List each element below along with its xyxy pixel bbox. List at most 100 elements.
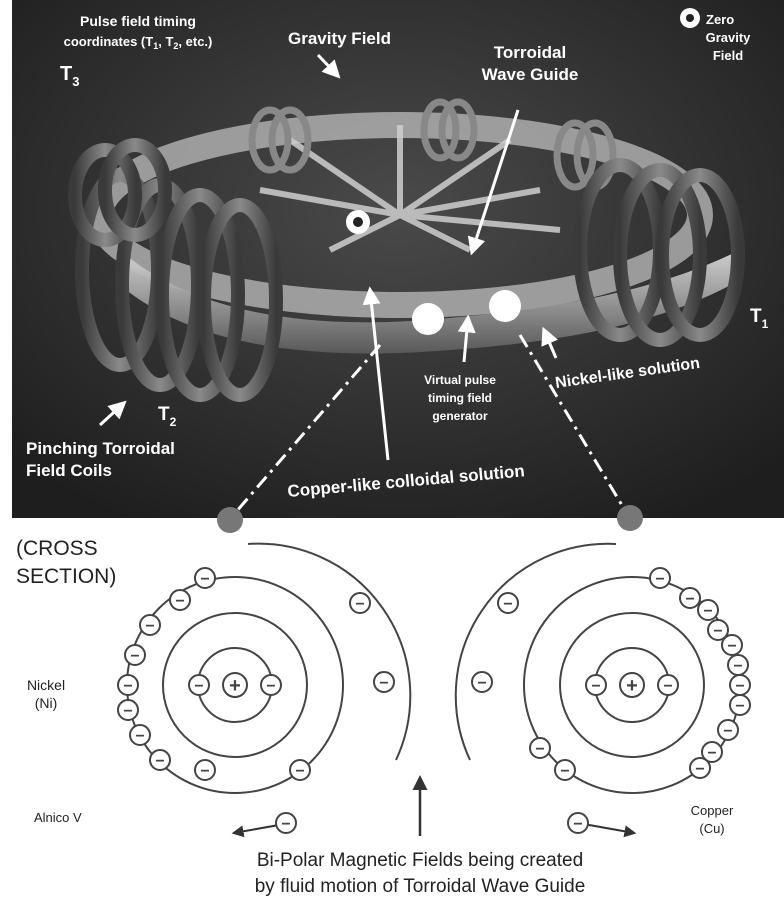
electron: −: [586, 675, 606, 695]
copper-atom: [456, 544, 740, 793]
svg-text:−: −: [573, 816, 582, 833]
zero-gravity-line2: Gravity: [706, 30, 752, 45]
electron: −: [568, 813, 588, 833]
copper-nucleus: +: [620, 673, 644, 697]
svg-text:−: −: [266, 678, 275, 695]
electron: −: [730, 675, 750, 695]
electron: −: [374, 672, 394, 692]
connector-dot-left: [217, 507, 243, 533]
gravity-marker: [346, 210, 370, 234]
top-render-panel: Pulse field timing coordinates (T1, T2, …: [12, 0, 784, 518]
svg-text:−: −: [663, 678, 672, 695]
bottom-cross-section-panel: (CROSS SECTION) +−−−−−−−−−−−−−−−+−−−−−−−…: [16, 505, 750, 897]
electron: −: [170, 590, 190, 610]
wave-guide-label-line2: Wave Guide: [482, 65, 579, 84]
svg-text:−: −: [733, 658, 742, 675]
virtual-pulse-line1: Virtual pulse: [424, 373, 496, 387]
electron: −: [472, 672, 492, 692]
svg-text:−: −: [155, 753, 164, 770]
svg-text:−: −: [295, 763, 304, 780]
timing-label-line1: Pulse field timing: [80, 13, 196, 29]
svg-text:−: −: [355, 596, 364, 613]
electron: −: [350, 593, 370, 613]
svg-text:−: −: [477, 675, 486, 692]
svg-text:−: −: [723, 723, 732, 740]
svg-text:−: −: [727, 638, 736, 655]
electron: −: [718, 720, 738, 740]
electron: −: [130, 725, 150, 745]
electron-group: +−−−−−−−−−−−−−−−+−−−−−−−−−−−−−−−−−−: [118, 568, 750, 833]
electron: −: [118, 675, 138, 695]
electron: −: [680, 588, 700, 608]
svg-text:−: −: [591, 678, 600, 695]
electron: −: [530, 738, 550, 758]
svg-text:−: −: [200, 571, 209, 588]
gravity-field-label: Gravity Field: [288, 29, 391, 48]
svg-text:−: −: [135, 728, 144, 745]
svg-text:−: −: [707, 745, 716, 762]
electron: −: [730, 695, 750, 715]
electron: −: [140, 615, 160, 635]
electron: −: [150, 750, 170, 770]
nickel-field-arc: [248, 544, 410, 760]
caption-line1: Bi-Polar Magnetic Fields being created: [257, 850, 583, 871]
svg-text:−: −: [503, 596, 512, 613]
pinching-label-line2: Field Coils: [26, 461, 112, 480]
electron: −: [698, 600, 718, 620]
svg-text:−: −: [535, 741, 544, 758]
alnico-label: Alnico V: [34, 810, 82, 825]
svg-text:−: −: [655, 571, 664, 588]
svg-text:−: −: [703, 603, 712, 620]
wave-guide-label-line1: Torroidal: [494, 43, 566, 62]
connector-dot-right: [617, 505, 643, 531]
electron: −: [195, 760, 215, 780]
svg-text:−: −: [713, 623, 722, 640]
zero-gravity-line3: Field: [713, 48, 743, 63]
electron: −: [276, 813, 296, 833]
svg-text:+: +: [626, 675, 638, 697]
electron: −: [728, 655, 748, 675]
svg-text:−: −: [735, 678, 744, 695]
electron: −: [658, 675, 678, 695]
pulse-dot-right: [489, 290, 521, 322]
svg-text:−: −: [735, 698, 744, 715]
electron: −: [290, 760, 310, 780]
svg-text:−: −: [695, 761, 704, 778]
svg-text:−: −: [379, 675, 388, 692]
electron: −: [195, 568, 215, 588]
svg-text:−: −: [560, 763, 569, 780]
copper-field-arc: [456, 544, 616, 760]
svg-text:+: +: [229, 675, 241, 697]
copper-label-line1: Copper: [691, 803, 734, 818]
nickel-label-line2: (Ni): [35, 695, 58, 711]
svg-text:−: −: [123, 678, 132, 695]
copper-label-line2: (Cu): [699, 821, 724, 836]
svg-text:−: −: [145, 618, 154, 635]
caption-line2: by fluid motion of Torroidal Wave Guide: [255, 876, 586, 897]
svg-text:−: −: [175, 593, 184, 610]
electron: −: [261, 675, 281, 695]
electron: −: [650, 568, 670, 588]
cross-section-line1: (CROSS: [16, 537, 98, 560]
virtual-pulse-line2: timing field: [428, 391, 492, 405]
electron: −: [555, 760, 575, 780]
svg-text:−: −: [194, 678, 203, 695]
electron: −: [189, 675, 209, 695]
timing-label-line2: coordinates (T1, T2, etc.): [64, 34, 213, 51]
nickel-label-line1: Nickel: [27, 677, 65, 693]
svg-text:−: −: [281, 816, 290, 833]
pinching-label-line1: Pinching Torroidal: [26, 439, 175, 458]
svg-text:−: −: [200, 763, 209, 780]
electron: −: [118, 700, 138, 720]
nickel-nucleus: +: [223, 673, 247, 697]
cross-section-line2: SECTION): [16, 565, 116, 588]
electron: −: [498, 593, 518, 613]
electron: −: [722, 635, 742, 655]
electron: −: [690, 758, 710, 778]
zero-gravity-line1: Zero: [706, 12, 734, 27]
svg-text:−: −: [130, 648, 139, 665]
svg-text:−: −: [123, 703, 132, 720]
zero-gravity-marker: [680, 8, 700, 28]
